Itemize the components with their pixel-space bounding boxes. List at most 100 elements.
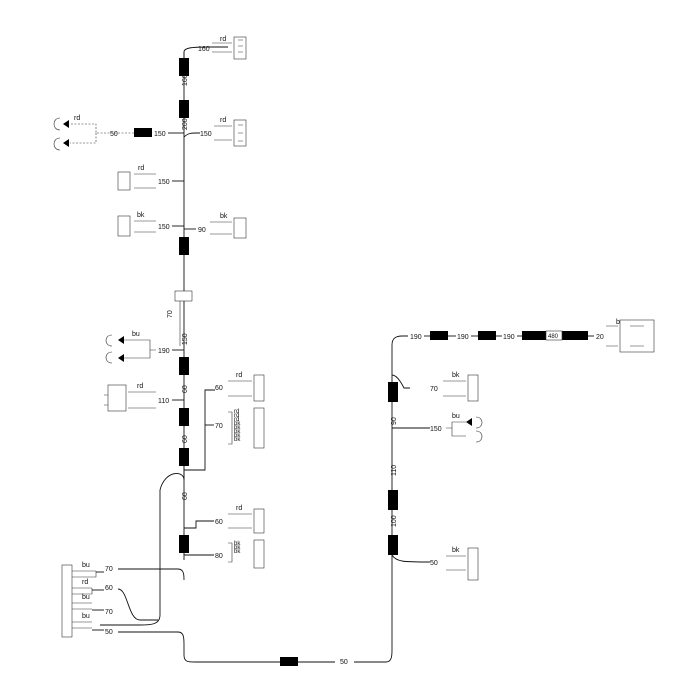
left-branch-190-bu: 190 bu bbox=[105, 331, 184, 364]
wire-color-label: bk bbox=[234, 437, 241, 443]
wire-color-label: bk bbox=[234, 549, 241, 555]
wire-color-label: rd bbox=[220, 117, 226, 124]
wire-color-label: bu bbox=[132, 331, 140, 338]
bottom-left-connector-block: bu 70 rd 60 bu 70 bu 50 bbox=[61, 562, 280, 663]
length-label: 70 bbox=[215, 423, 223, 430]
wire-color-label: bk bbox=[220, 213, 228, 220]
wire-color-label: bk bbox=[452, 547, 460, 554]
length-label: 50 bbox=[340, 659, 348, 666]
length-label: 50 bbox=[105, 629, 113, 636]
trunk-length-label: 90 bbox=[391, 417, 398, 425]
wire-color-label: rd bbox=[138, 165, 144, 172]
length-label: 20 bbox=[596, 334, 604, 341]
length-label: 70 bbox=[105, 609, 113, 616]
sleeve bbox=[478, 331, 496, 340]
sleeve bbox=[179, 58, 189, 76]
length-label: 160 bbox=[198, 46, 210, 53]
trunk-sleeves bbox=[179, 58, 189, 553]
wire-color-label: rd bbox=[82, 579, 88, 586]
trunk-length-label: 150 bbox=[182, 333, 189, 345]
sleeve bbox=[179, 237, 189, 255]
wire-color-label: bu bbox=[82, 613, 90, 620]
wire-color-label: rd bbox=[234, 417, 239, 423]
connector bbox=[61, 564, 73, 638]
wire-color-label: bk bbox=[234, 425, 241, 431]
right-trunk-branch-70: 70 bk bbox=[391, 372, 479, 402]
trunk-length-label: 100 bbox=[391, 515, 398, 527]
sleeve bbox=[430, 331, 448, 340]
length-label: 150 bbox=[158, 224, 170, 231]
connector bbox=[253, 407, 265, 449]
right-branch-80-bk: 80 bk bk bk bbox=[184, 539, 265, 569]
trunk-length-label: 160 bbox=[182, 74, 189, 86]
length-label: 70 bbox=[105, 566, 113, 573]
connector bbox=[619, 319, 655, 353]
top-right-run: 190 190 190 480 20 bu bbox=[410, 319, 655, 353]
connector bbox=[117, 215, 131, 237]
length-label: 90 bbox=[198, 227, 206, 234]
multi-wire-labels: rd rd rd bk bk bk bk bk bbox=[234, 409, 241, 443]
bk-branches: 150 bk 90 bk bbox=[117, 212, 247, 239]
length-label: 150 bbox=[158, 179, 170, 186]
wire-color-label: bk bbox=[234, 429, 241, 435]
length-label: 190 bbox=[457, 334, 469, 341]
top-connector-branch: 160 rd bbox=[183, 36, 247, 60]
length-label: 190 bbox=[158, 348, 170, 355]
length-label: 60 bbox=[215, 385, 223, 392]
length-label: 480 bbox=[548, 334, 559, 340]
bottom-run: 50 bbox=[280, 395, 393, 666]
right-trunk: 90 110 100 bbox=[388, 335, 408, 555]
length-label: 190 bbox=[410, 334, 422, 341]
length-label: 110 bbox=[158, 398, 169, 405]
sleeve bbox=[388, 535, 398, 555]
sleeve bbox=[134, 128, 152, 137]
length-label: 190 bbox=[503, 334, 515, 341]
right-branch-60-rd-lower: 60 rd bbox=[184, 505, 265, 534]
sleeve bbox=[280, 657, 298, 666]
right-branch-70-multi: 70 rd rd rd bk bk bk bk bk bbox=[205, 407, 265, 449]
wire-color-label: bk bbox=[234, 541, 241, 547]
trunk-length-label: 200 bbox=[182, 118, 189, 130]
trunk-length-label: 60 bbox=[182, 435, 189, 443]
left-branch-110-rd: 110 rd bbox=[104, 383, 184, 412]
sleeve bbox=[179, 448, 189, 466]
length-label: 50 bbox=[430, 560, 438, 567]
wire-color-label: bk bbox=[234, 433, 241, 439]
sleeve bbox=[179, 408, 189, 426]
trunk-length-label: 60 bbox=[182, 385, 189, 393]
sleeve bbox=[179, 357, 189, 375]
sleeve bbox=[388, 490, 398, 510]
wire-color-label: bk bbox=[452, 372, 460, 379]
sleeve bbox=[179, 100, 189, 118]
trunk-length-label: 110 bbox=[391, 465, 398, 476]
left-branch-150-rd: 150 rd bbox=[117, 165, 184, 191]
length-label: 50 bbox=[110, 131, 118, 138]
connector bbox=[233, 217, 247, 239]
wire-color-label: bu bbox=[452, 413, 460, 420]
connector bbox=[467, 547, 479, 581]
length-label: 80 bbox=[215, 553, 223, 560]
wire-color-label: rd bbox=[74, 115, 80, 122]
length-label: 60 bbox=[105, 585, 113, 592]
length-label: 60 bbox=[215, 519, 223, 526]
length-label: 70 bbox=[430, 386, 438, 393]
right-trunk-branch-50: 50 bk bbox=[391, 547, 479, 581]
wire-color-label: rd bbox=[236, 372, 242, 379]
length-label: 150 bbox=[200, 131, 212, 138]
connector bbox=[467, 374, 479, 402]
dashed-branch-left: 50 150 rd bbox=[53, 115, 184, 151]
wire-color-label: bu bbox=[82, 562, 90, 569]
sleeve bbox=[388, 382, 398, 402]
right-branch-60-rd: 60 rd bbox=[215, 372, 265, 402]
trunk-length-label: 70 bbox=[167, 310, 174, 318]
wire-color-label: rd bbox=[236, 505, 242, 512]
right-branch-150: 150 rd bbox=[183, 117, 247, 147]
wire-color-label: bk bbox=[137, 212, 145, 219]
length-label: 150 bbox=[154, 131, 166, 138]
wire-color-label: bk bbox=[234, 421, 241, 427]
wire-color-label: rd bbox=[234, 409, 239, 415]
wire-color-label: bu bbox=[82, 594, 90, 601]
trunk-length-label: 60 bbox=[182, 492, 189, 500]
connector bbox=[253, 374, 265, 402]
